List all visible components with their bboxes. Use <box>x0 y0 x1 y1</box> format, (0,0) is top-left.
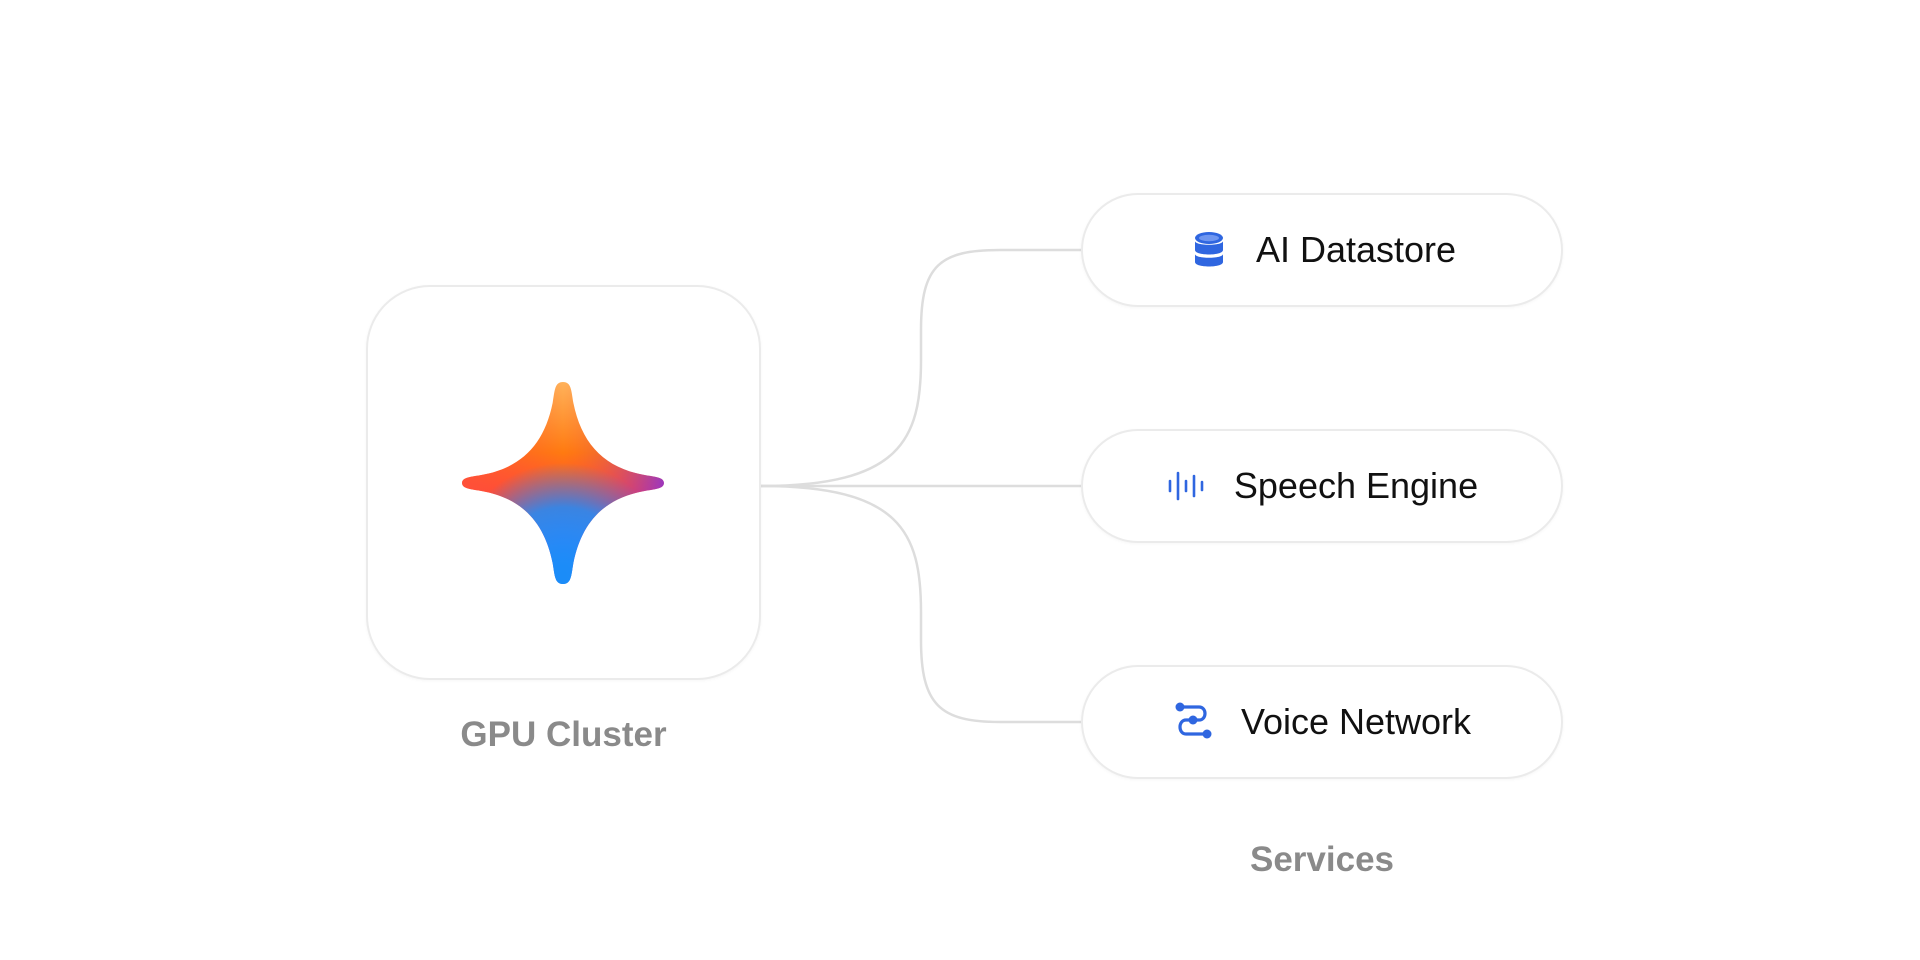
services-label: Services <box>1249 840 1395 879</box>
gpu-cluster-label: GPU Cluster <box>460 715 667 754</box>
database-icon <box>1188 229 1230 271</box>
service-speech-engine[interactable]: Speech Engine <box>1081 429 1563 543</box>
service-voice-network[interactable]: Voice Network <box>1081 665 1563 779</box>
network-route-icon <box>1173 701 1215 743</box>
service-ai-datastore-label: AI Datastore <box>1255 229 1457 270</box>
connector-ai-datastore <box>760 248 1081 488</box>
service-ai-datastore[interactable]: AI Datastore <box>1081 193 1563 307</box>
audio-waveform-icon <box>1166 465 1208 507</box>
sparkle-logo-icon <box>462 382 664 584</box>
service-speech-engine-label: Speech Engine <box>1233 465 1479 506</box>
service-voice-network-label: Voice Network <box>1240 701 1472 742</box>
connector-voice-network <box>760 484 1081 724</box>
